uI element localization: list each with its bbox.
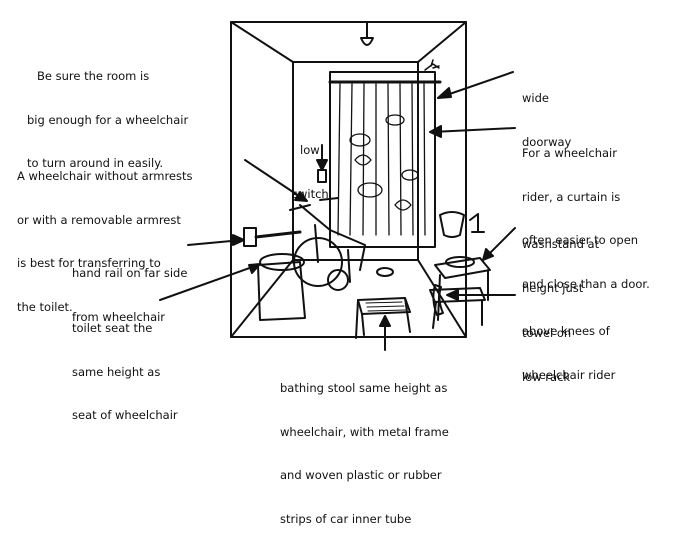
label-curtain: For a wheelchair rider, a curtain is oft… [522,117,650,306]
light-bulb [360,37,374,46]
label-line: height just [522,280,584,295]
label-room-size: Be sure the room is big enough for a whe… [27,40,188,185]
label-line: seat of wheelchair [72,408,178,422]
label-low-switch: low switch [292,114,329,216]
label-line: from wheelchair [72,309,166,324]
label-line: rider, a curtain is [522,189,621,204]
doorway [329,71,436,248]
label-line: low rack [522,369,571,384]
perspective-line-br [417,259,467,338]
label-line: switch [292,186,329,201]
arrow-to-curtain [431,127,516,133]
hand-rail [254,230,302,239]
label-line: often easier to open [522,233,639,247]
label-washstand: washstand at height just above knees of … [522,208,615,397]
bathroom-illustration [159,21,516,351]
label-line: or with a removable armrest [17,212,181,227]
label-line: wheelchair rider [522,367,616,382]
wheelchair [289,197,366,291]
label-line: the toilet. [17,299,73,314]
label-line: For a wheelchair [522,146,617,160]
perspective-line-bl [230,259,294,338]
label-line: hand rail on far side [72,266,188,280]
label-line: low [300,143,320,157]
towel-rack [429,284,486,329]
label-hand-rail: hand rail on far side from wheelchair [72,237,187,339]
curtain [337,83,426,236]
label-line: A wheelchair without armrests [17,169,193,183]
label-line: towel on [522,326,572,340]
label-line: same height as [72,364,161,379]
floor-drain [376,267,394,277]
label-line: strips of car inner tube [280,511,412,526]
label-wide-doorway: wide doorway [522,62,571,164]
arrow-to-toilet-seat [159,264,259,301]
hand-rail-bracket [243,227,257,247]
callout-arrows [159,71,516,351]
label-line: above knees of [522,324,610,338]
label-line: to turn around in easily. [27,156,164,170]
label-line: doorway [522,134,572,149]
toilet-tank [257,261,306,321]
label-line: Be sure the room is [37,69,150,83]
label-bathing-stool: bathing stool same height as wheelchair,… [280,352,449,541]
perspective-line-tr [417,21,467,63]
gecko-icon [424,59,440,71]
label-towel: towel on low rack [522,297,571,399]
bathing-stool [355,297,411,339]
label-wheelchair-armrests: A wheelchair without armrests or with a … [17,140,193,329]
label-line: big enough for a wheelchair [27,112,189,127]
room-outer-frame [230,21,467,338]
label-line: and close than a door. [522,276,650,291]
perspective-line-tl [230,21,294,63]
label-line: is best for transferring to [17,256,161,270]
arrow-to-wheelchair [244,159,306,201]
label-line: bathing stool same height as [280,381,448,395]
label-line: wide [522,91,549,105]
label-toilet-seat: toilet seat the same height as seat of w… [72,292,178,437]
toilet-seat [259,253,305,271]
label-line: washstand at [522,237,600,251]
label-line: and woven plastic or rubber [280,468,442,482]
label-line: toilet seat the [72,321,153,335]
